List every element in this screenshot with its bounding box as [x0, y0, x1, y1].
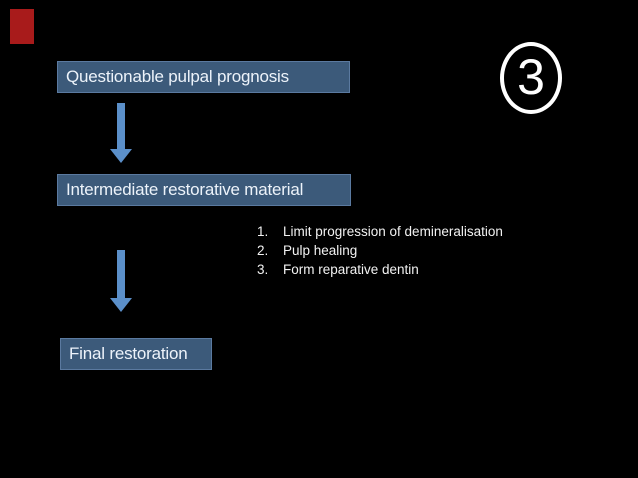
slide-number-badge: 3	[500, 42, 562, 114]
down-arrow-icon	[110, 250, 132, 312]
list-item: 1. Limit progression of demineralisation	[257, 222, 503, 241]
purpose-list: 1. Limit progression of demineralisation…	[257, 222, 503, 279]
list-item-text: Form reparative dentin	[283, 262, 419, 277]
list-item-text: Pulp healing	[283, 243, 358, 258]
arrow-head	[110, 298, 132, 312]
down-arrow-icon	[110, 103, 132, 163]
flow-box-label: Final restoration	[69, 344, 188, 363]
list-item-number: 1.	[257, 224, 269, 239]
slide-number: 3	[517, 48, 545, 105]
list-item-number: 3.	[257, 262, 269, 277]
list-item: 3. Form reparative dentin	[257, 260, 503, 279]
list-item: 2. Pulp healing	[257, 241, 503, 260]
arrow-shaft	[117, 250, 125, 298]
arrow-shaft	[117, 103, 125, 149]
list-item-number: 2.	[257, 243, 269, 258]
flow-box-intermediate-restorative-material: Intermediate restorative material	[57, 174, 351, 206]
flow-box-questionable-pulpal-prognosis: Questionable pulpal prognosis	[57, 61, 350, 93]
red-marker	[10, 9, 34, 44]
flow-box-label: Intermediate restorative material	[66, 180, 304, 199]
arrow-head	[110, 149, 132, 163]
flow-box-label: Questionable pulpal prognosis	[66, 67, 289, 86]
flow-box-final-restoration: Final restoration	[60, 338, 212, 370]
list-item-text: Limit progression of demineralisation	[283, 224, 503, 239]
